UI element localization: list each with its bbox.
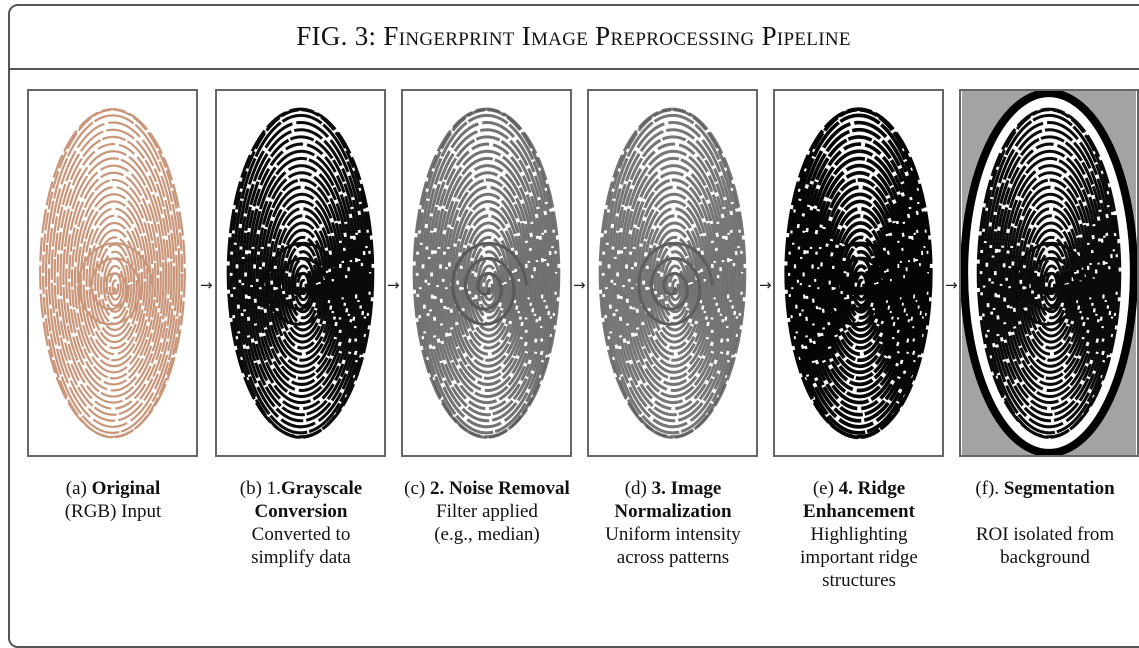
fingerprint-enhancement <box>775 91 942 455</box>
panel-noise-removal <box>401 89 572 457</box>
figure-title: FIG. 3: Fingerprint Image Preprocessing … <box>296 21 851 52</box>
caption-grayscale: (b) 1.Grayscale Conversion Converted to … <box>211 477 391 569</box>
caption-prefix: (c) <box>404 478 425 499</box>
arrow-icon: → <box>759 276 772 294</box>
caption-step: 2. Noise Removal <box>430 478 570 499</box>
fingerprint-normalization <box>589 91 756 455</box>
caption-noise-removal: (c) 2. Noise Removal Filter applied (e.g… <box>397 477 577 546</box>
caption-desc: across patterns <box>583 546 763 569</box>
fingerprint-original <box>29 91 196 455</box>
caption-prefix: (d) <box>625 478 647 499</box>
title-bar: FIG. 3: Fingerprint Image Preprocessing … <box>8 4 1139 70</box>
panel-original <box>27 89 198 457</box>
caption-desc: background <box>955 546 1135 569</box>
arrow-icon: → <box>573 276 586 294</box>
caption-desc: Uniform intensity <box>583 523 763 546</box>
caption-segmentation: (f). Segmentation ROI isolated from back… <box>955 477 1135 569</box>
caption-desc: Highlighting <box>769 523 949 546</box>
panel-enhancement <box>773 89 944 457</box>
panel-normalization <box>587 89 758 457</box>
fingerprint-grayscale <box>217 91 384 455</box>
fingerprint-segmentation <box>961 91 1137 455</box>
caption-enhancement: (e) 4. Ridge Enhancement Highlighting im… <box>769 477 949 592</box>
caption-desc: Converted to <box>211 523 391 546</box>
caption-desc: structures <box>769 569 949 592</box>
arrow-icon: → <box>387 276 400 294</box>
caption-desc: Filter applied <box>397 500 577 523</box>
caption-step: Segmentation <box>1004 478 1115 499</box>
caption-desc: (e.g., median) <box>397 523 577 546</box>
caption-prefix: (e) <box>813 478 834 499</box>
arrow-icon: → <box>200 276 213 294</box>
caption-desc: important ridge <box>769 546 949 569</box>
caption-original: (a) Original (RGB) Input <box>23 477 203 523</box>
caption-desc: (RGB) Input <box>23 500 203 523</box>
caption-normalization: (d) 3. Image Normalization Uniform inten… <box>583 477 763 569</box>
caption-desc: simplify data <box>211 546 391 569</box>
caption-step: Original <box>92 478 161 499</box>
arrow-icon: → <box>945 276 958 294</box>
fingerprint-noise-removal <box>403 91 570 455</box>
panel-segmentation <box>959 89 1139 457</box>
caption-desc: ROI isolated from <box>955 523 1135 546</box>
caption-prefix: (b) 1. <box>240 478 281 499</box>
caption-prefix: (a) <box>66 478 87 499</box>
panel-grayscale <box>215 89 386 457</box>
caption-prefix: (f). <box>975 478 999 499</box>
